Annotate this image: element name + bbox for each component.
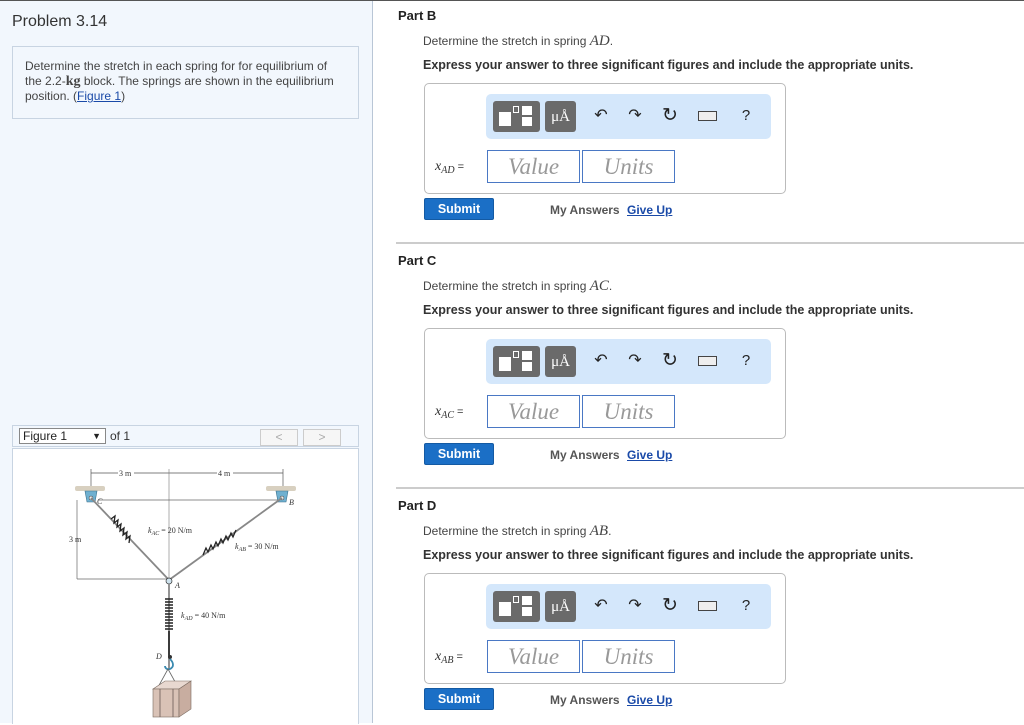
problem-title: Problem 3.14 — [12, 13, 108, 30]
submit-button[interactable]: Submit — [424, 443, 494, 465]
units-button[interactable]: μÅ — [545, 591, 576, 622]
answer-box: μÅ ↶ ↷ ↻ ? xAD = Value Units — [424, 83, 786, 194]
value-input[interactable]: Value — [487, 640, 580, 673]
prev-figure-button[interactable]: < — [260, 429, 298, 446]
give-up-link[interactable]: Give Up — [627, 203, 673, 217]
units-input[interactable]: Units — [582, 395, 675, 428]
figure-select[interactable]: Figure 1 ▼ — [19, 428, 106, 444]
svg-text:kAB = 30 N/m: kAB = 30 N/m — [235, 542, 279, 553]
spring-system-diagram: 3 m 4 m 3 m C B kAC = 20 N/m — [69, 467, 296, 718]
template-fraction-top-icon — [522, 596, 532, 605]
answer-variable-label: xAD = — [435, 159, 465, 176]
figure-link[interactable]: Figure 1 — [77, 89, 122, 103]
help-icon[interactable]: ? — [741, 597, 751, 614]
part-instruction: Express your answer to three significant… — [423, 58, 914, 72]
template-block-icon — [499, 357, 511, 371]
answer-box: μÅ ↶ ↷ ↻ ? xAB = Value Units — [424, 573, 786, 684]
template-superscript-icon — [513, 596, 519, 603]
value-input[interactable]: Value — [487, 395, 580, 428]
template-fraction-top-icon — [522, 106, 532, 115]
redo-icon[interactable]: ↷ — [628, 597, 642, 614]
my-answers-link[interactable]: My Answers — [550, 448, 620, 462]
answer-variable-label: xAC = — [435, 404, 464, 421]
undo-icon[interactable]: ↶ — [594, 352, 608, 369]
template-fraction-bottom-icon — [522, 362, 532, 371]
problem-panel: Problem 3.14 Determine the stretch in ea… — [0, 1, 373, 724]
reset-icon[interactable]: ↻ — [662, 105, 678, 126]
reset-icon[interactable]: ↻ — [662, 350, 678, 371]
keyboard-icon[interactable] — [698, 596, 718, 616]
svg-text:A: A — [174, 581, 180, 590]
part-question: Determine the stretch in spring AD. — [423, 33, 614, 49]
help-icon[interactable]: ? — [741, 352, 751, 369]
submit-button[interactable]: Submit — [424, 198, 494, 220]
svg-text:kAC = 20 N/m: kAC = 20 N/m — [148, 526, 193, 537]
redo-icon[interactable]: ↷ — [628, 352, 642, 369]
undo-icon[interactable]: ↶ — [594, 597, 608, 614]
figure-navigation: Figure 1 ▼ of 1 < > — [12, 425, 359, 447]
units-input[interactable]: Units — [582, 640, 675, 673]
next-figure-button[interactable]: > — [303, 429, 341, 446]
part-instruction: Express your answer to three significant… — [423, 303, 914, 317]
dropdown-arrow-icon: ▼ — [92, 431, 101, 441]
template-fraction-top-icon — [522, 351, 532, 360]
template-fraction-bottom-icon — [522, 607, 532, 616]
svg-text:4 m: 4 m — [218, 469, 231, 478]
svg-text:3 m: 3 m — [69, 535, 82, 544]
help-icon[interactable]: ? — [741, 107, 751, 124]
units-button[interactable]: μÅ — [545, 101, 576, 132]
my-answers-link[interactable]: My Answers — [550, 693, 620, 707]
svg-text:B: B — [289, 498, 294, 507]
math-toolbar: μÅ ↶ ↷ ↻ ? — [486, 584, 771, 629]
part-instruction: Express your answer to three significant… — [423, 548, 914, 562]
reset-icon[interactable]: ↻ — [662, 595, 678, 616]
redo-icon[interactable]: ↷ — [628, 107, 642, 124]
keyboard-icon[interactable] — [698, 106, 718, 126]
template-superscript-icon — [513, 351, 519, 358]
math-toolbar: μÅ ↶ ↷ ↻ ? — [486, 339, 771, 384]
value-input[interactable]: Value — [487, 150, 580, 183]
my-answers-link[interactable]: My Answers — [550, 203, 620, 217]
give-up-link[interactable]: Give Up — [627, 693, 673, 707]
svg-text:D: D — [155, 652, 162, 661]
give-up-link[interactable]: Give Up — [627, 448, 673, 462]
svg-text:3 m: 3 m — [119, 469, 132, 478]
parts-panel: Part B Determine the stretch in spring A… — [374, 1, 1024, 723]
units-button[interactable]: μÅ — [545, 346, 576, 377]
undo-icon[interactable]: ↶ — [594, 107, 608, 124]
problem-statement: Determine the stretch in each spring for… — [12, 46, 359, 119]
units-input[interactable]: Units — [582, 150, 675, 183]
math-toolbar: μÅ ↶ ↷ ↻ ? — [486, 94, 771, 139]
answer-variable-label: xAB = — [435, 649, 463, 666]
part-divider — [396, 242, 1024, 244]
part-divider — [396, 487, 1024, 489]
keyboard-icon[interactable] — [698, 351, 718, 371]
part-question: Determine the stretch in spring AB. — [423, 523, 612, 539]
submit-button[interactable]: Submit — [424, 688, 494, 710]
part-question: Determine the stretch in spring AC. — [423, 278, 613, 294]
templates-button[interactable] — [493, 101, 540, 132]
top-border — [0, 0, 1024, 1]
answer-box: μÅ ↶ ↷ ↻ ? xAC = Value Units — [424, 328, 786, 439]
figure-count: of 1 — [110, 429, 131, 443]
svg-text:kAD = 40 N/m: kAD = 40 N/m — [181, 611, 226, 622]
template-fraction-bottom-icon — [522, 117, 532, 126]
template-block-icon — [499, 112, 511, 126]
part-title: Part D — [398, 498, 437, 513]
template-block-icon — [499, 602, 511, 616]
templates-button[interactable] — [493, 591, 540, 622]
part-title: Part C — [398, 253, 437, 268]
part-title: Part B — [398, 8, 437, 23]
figure-image: 3 m 4 m 3 m C B kAC = 20 N/m — [12, 448, 359, 724]
template-superscript-icon — [513, 106, 519, 113]
svg-text:C: C — [97, 497, 103, 506]
templates-button[interactable] — [493, 346, 540, 377]
